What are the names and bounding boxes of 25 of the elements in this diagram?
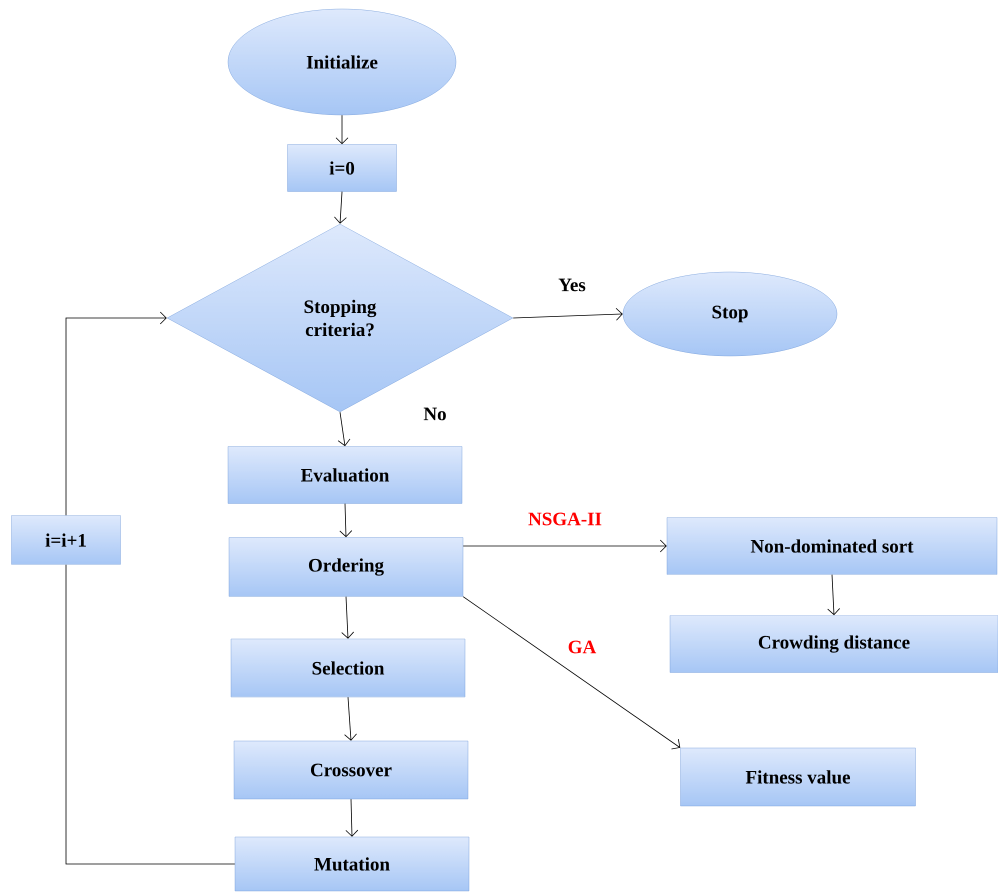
arrow [344,696,357,741]
edge-label: NSGA-II [527,512,603,526]
arrow [462,540,667,552]
process-box: i=i+1 [11,515,121,565]
arrow [336,114,348,144]
arrow [512,308,623,321]
process-box: i=0 [287,144,397,192]
process-box: Non-dominated sort [666,517,998,575]
arrow [339,503,352,538]
process-box: Evaluation [228,446,462,504]
process-box: Crossover [234,740,468,800]
arrow [338,412,350,446]
edge-label: Yes [557,278,587,292]
edge-label: GA [566,640,598,654]
arrow [341,596,354,639]
arrow [66,312,167,516]
arrow [827,574,840,616]
process-box: Fitness value [680,748,916,806]
process-box: Crowding distance [670,615,998,673]
process-box: Ordering [228,537,464,597]
arrow [345,798,358,837]
process-box: Selection [230,638,466,698]
arrow [334,191,347,224]
arrow [462,596,680,750]
process-box: Mutation [234,836,470,892]
